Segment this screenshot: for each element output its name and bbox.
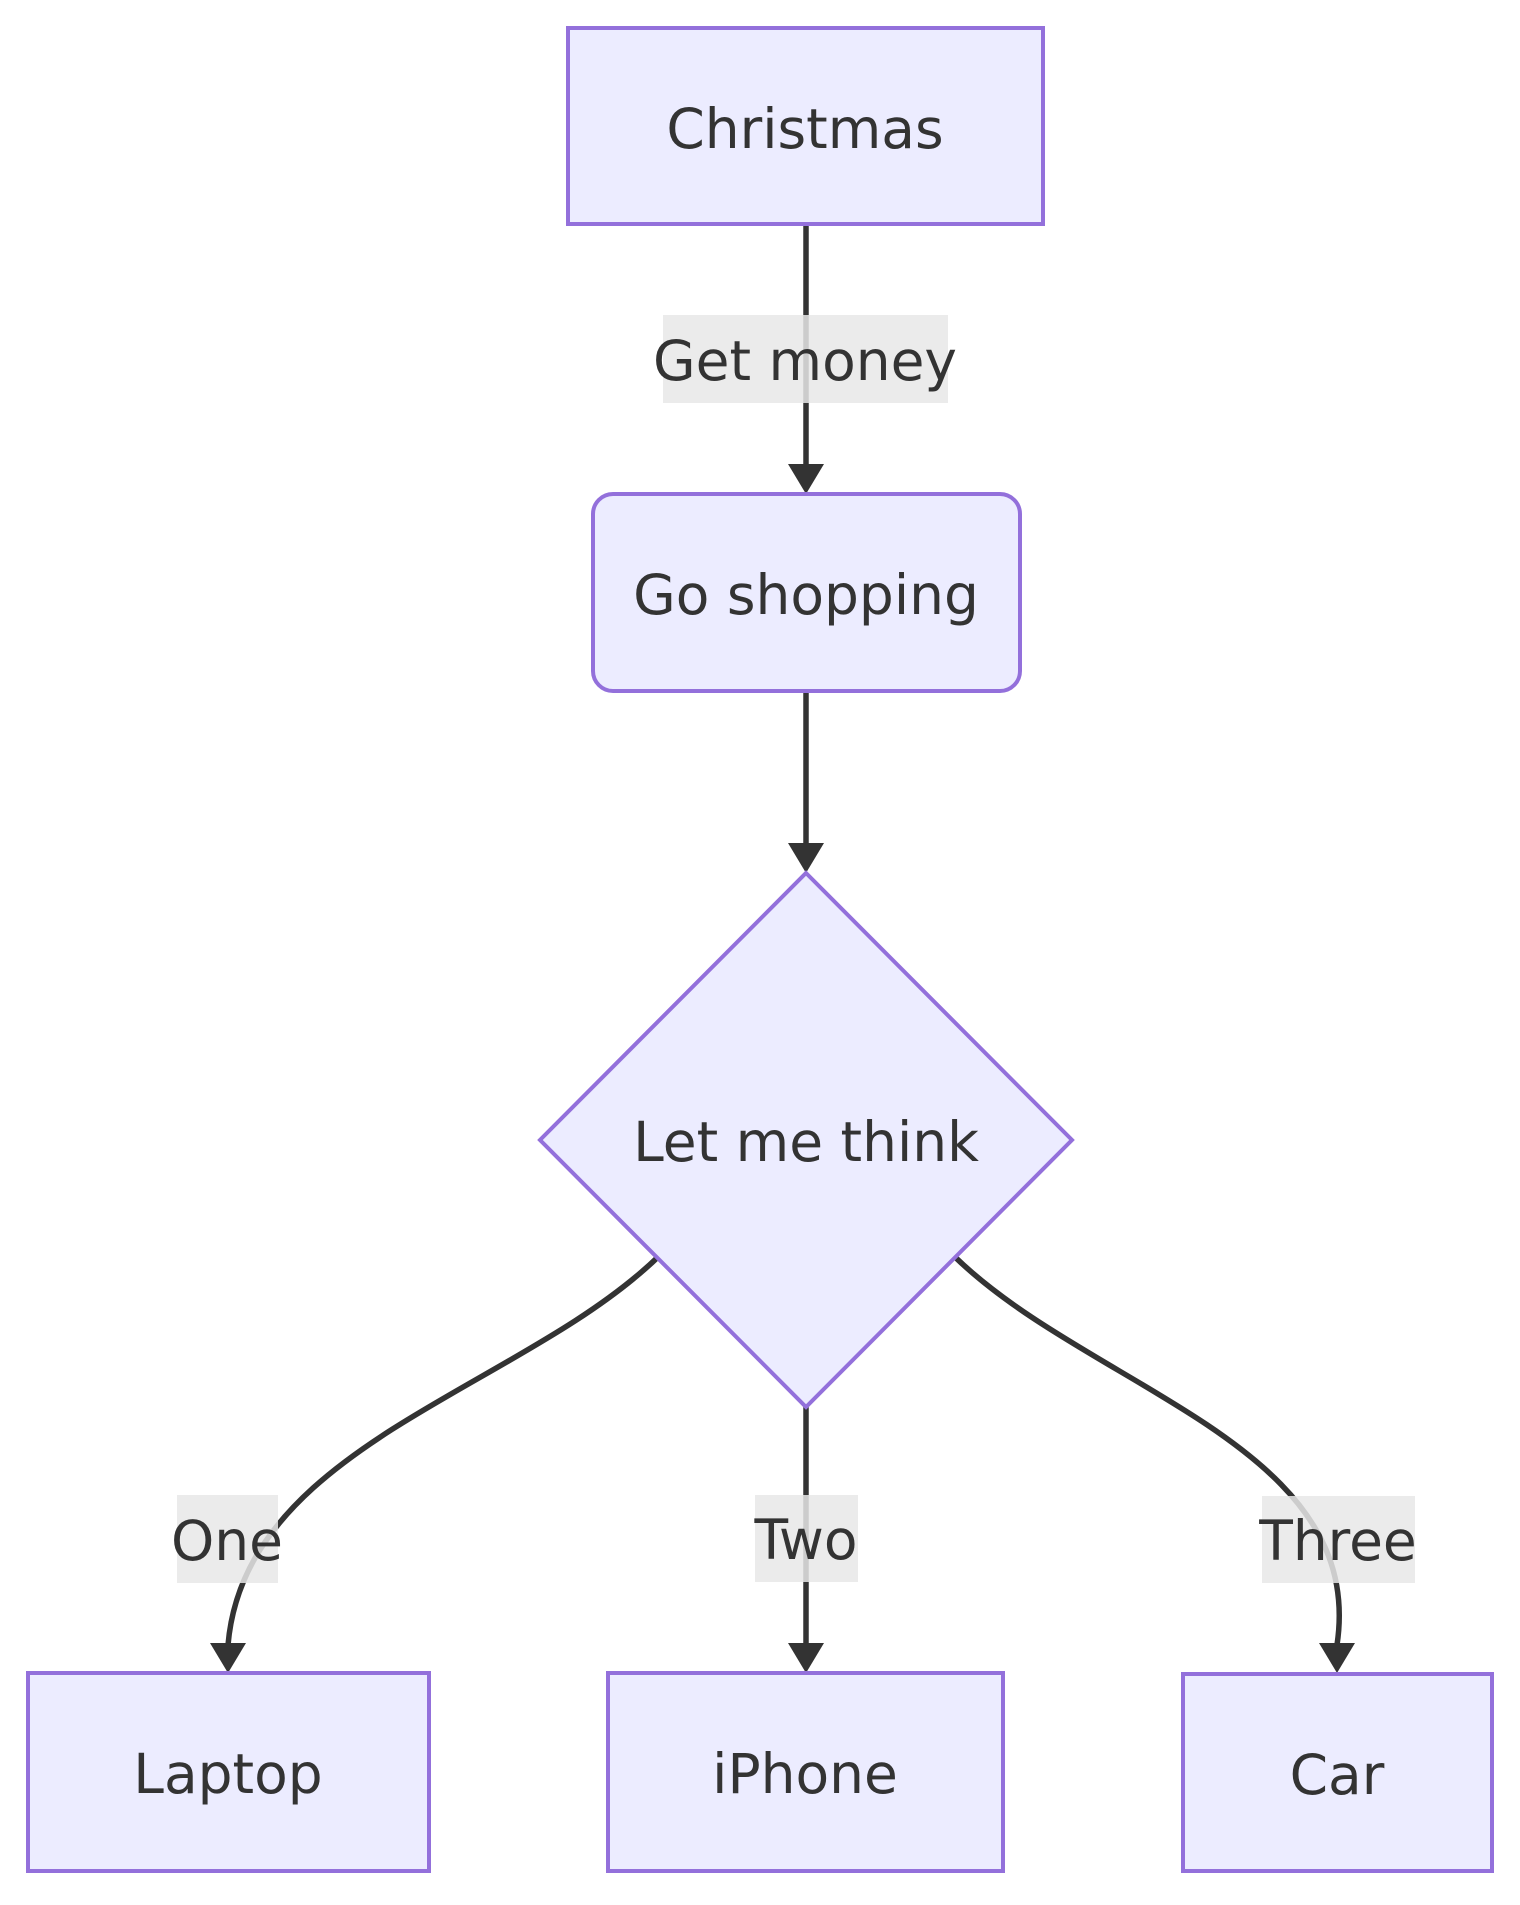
node-go-shopping-shape [591,492,1022,693]
edge-label-three: Three [1258,1496,1417,1583]
arrowhead-christmas-to-shopping [788,464,824,494]
edge-label-three-bg [1262,1496,1415,1583]
nodes-layer: Christmas Go shopping Let me think Lapto… [26,26,1494,1873]
arrowhead-shopping-to-think [788,843,824,873]
node-laptop-shape [26,1671,431,1873]
node-go-shopping-label: Go shopping [633,563,979,627]
edge-label-two: Two [753,1495,858,1582]
edge-think-to-car [953,1255,1342,1646]
node-let-me-think-label: Let me think [633,1110,979,1174]
edge-label-one-text: One [171,1509,283,1573]
edge-think-to-laptop [225,1255,660,1646]
node-go-shopping: Go shopping [591,492,1022,693]
edge-label-get-money-text: Get money [653,329,957,393]
arrowhead-think-to-laptop [210,1643,246,1673]
edge-label-three-text: Three [1258,1509,1417,1573]
arrowhead-think-to-car [1319,1643,1355,1673]
node-let-me-think-shape [537,870,1075,1410]
edge-label-two-text: Two [753,1508,857,1572]
node-car-label: Car [1290,1743,1385,1807]
node-christmas-shape [566,26,1045,226]
node-laptop-label: Laptop [133,1742,322,1806]
edge-labels-layer: Get money One Two Three [171,315,1417,1583]
edge-label-get-money-bg [663,315,948,403]
node-iphone-shape [606,1671,1005,1873]
node-car: Car [1181,1672,1494,1873]
node-iphone-label: iPhone [712,1742,898,1806]
edge-label-one: One [171,1495,283,1583]
edge-label-one-bg [177,1495,278,1583]
node-let-me-think: Let me think [537,870,1075,1410]
node-christmas-label: Christmas [666,97,943,161]
edge-label-two-bg [755,1495,858,1582]
node-iphone: iPhone [606,1671,1005,1873]
arrowhead-think-to-iphone [788,1643,824,1673]
node-christmas: Christmas [566,26,1045,226]
node-car-shape [1181,1672,1494,1873]
edge-label-get-money: Get money [653,315,957,403]
node-laptop: Laptop [26,1671,431,1873]
